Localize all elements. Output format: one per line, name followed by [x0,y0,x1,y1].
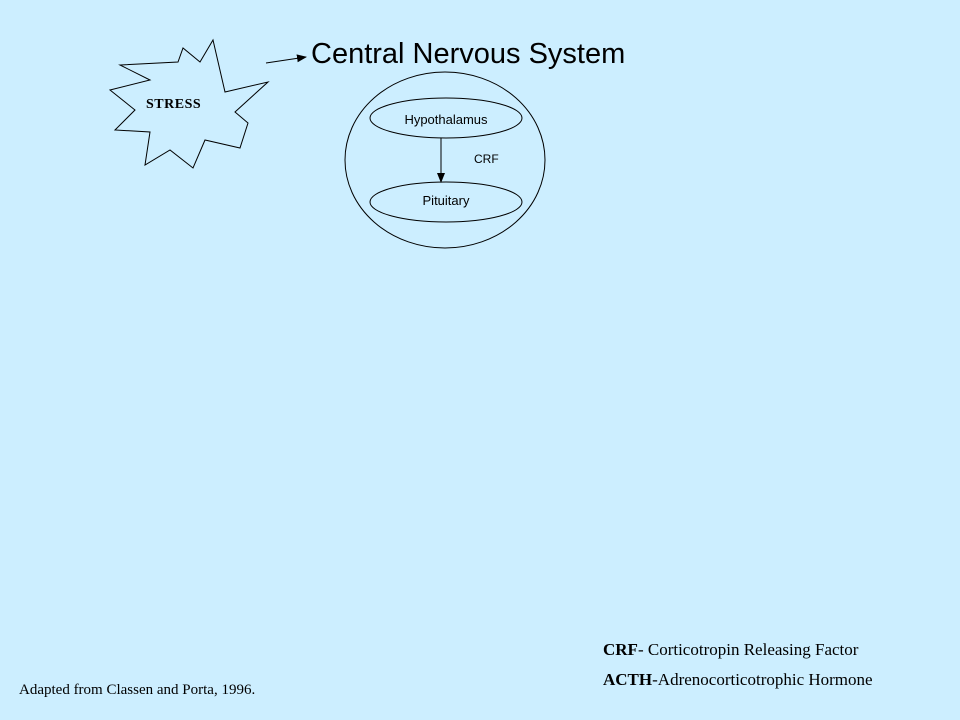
hypothalamus-label: Hypothalamus [404,112,488,127]
legend-row-crf: CRF- Corticotropin Releasing Factor [603,640,873,660]
legend-definition: - Corticotropin Releasing Factor [637,640,859,659]
legend-term: CRF [603,640,638,659]
stress-label: STRESS [146,97,202,112]
hypothalamus-node [369,97,523,139]
diagram-title: Central Nervous System [311,38,626,70]
legend-row-acth: ACTH-Adrenocorticotrophic Hormone [603,670,873,690]
legend-term: ACTH [603,670,653,689]
crf-edge-label: CRF [474,152,499,166]
pituitary-node [369,181,523,223]
stress-to-cns-arrow [265,54,307,64]
pituitary-label: Pituitary [422,193,470,208]
stress-starburst [108,38,270,169]
legend-definition: -Adrenocorticotrophic Hormone [652,670,873,689]
cns-circle [344,71,546,249]
citation: Adapted from Classen and Porta, 1996. [19,682,256,698]
abbreviation-legend: CRF- Corticotropin Releasing Factor ACTH… [603,640,873,700]
